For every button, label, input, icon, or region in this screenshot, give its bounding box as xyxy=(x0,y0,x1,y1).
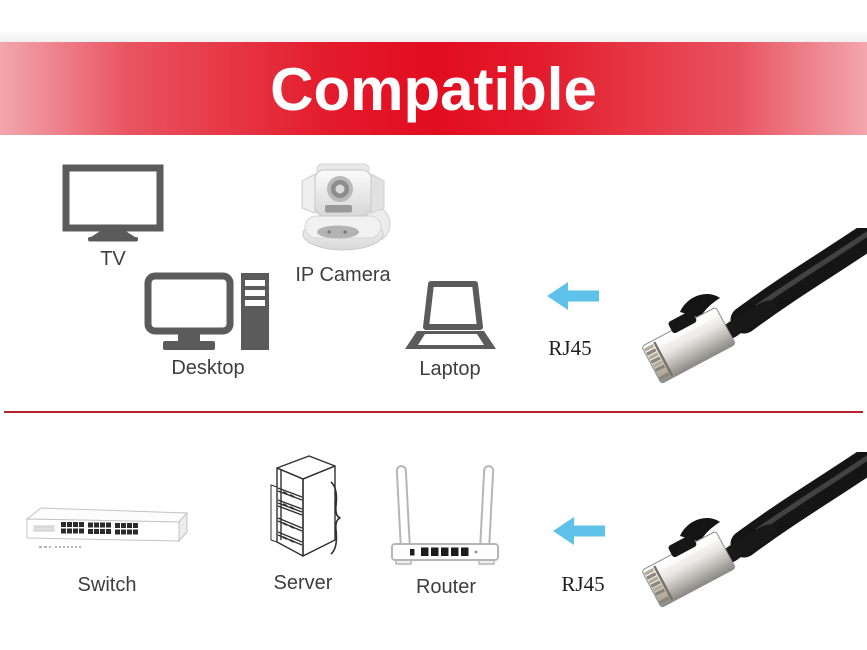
left-arrow-icon xyxy=(553,517,605,545)
device-label-server: Server xyxy=(273,572,333,594)
device-tv: TV xyxy=(57,164,169,271)
banner: Compatible xyxy=(0,42,867,135)
banner-title: Compatible xyxy=(270,56,597,123)
device-label-laptop: Laptop xyxy=(419,358,481,380)
device-router: Router xyxy=(390,460,502,599)
network-switch-icon xyxy=(25,507,189,548)
device-desktop: Desktop xyxy=(144,272,272,380)
ip-camera-icon xyxy=(301,163,391,251)
device-laptop: Laptop xyxy=(402,280,498,381)
banner-top-fade xyxy=(0,30,867,42)
device-label-router: Router xyxy=(415,576,477,598)
device-label-switch: Switch xyxy=(77,574,137,596)
section-divider xyxy=(4,411,863,413)
rj45-label: RJ45 xyxy=(561,572,605,596)
device-label-desktop: Desktop xyxy=(171,357,245,379)
device-ip-camera: IP Camera xyxy=(293,158,393,287)
device-switch: Switch xyxy=(21,494,193,597)
rj45-patch-cable-photo xyxy=(630,228,867,403)
left-arrow-icon xyxy=(547,282,599,310)
laptop-icon xyxy=(405,281,496,349)
desktop-icon xyxy=(144,272,269,350)
rj45-label: RJ45 xyxy=(548,336,592,360)
device-label-ip-camera: IP Camera xyxy=(295,264,391,286)
router-icon xyxy=(391,465,499,565)
tv-icon xyxy=(62,164,164,242)
device-server: Server xyxy=(248,452,358,595)
server-icon xyxy=(270,455,341,557)
device-label-tv: TV xyxy=(100,248,126,270)
rj45-patch-cable-photo xyxy=(630,452,867,627)
